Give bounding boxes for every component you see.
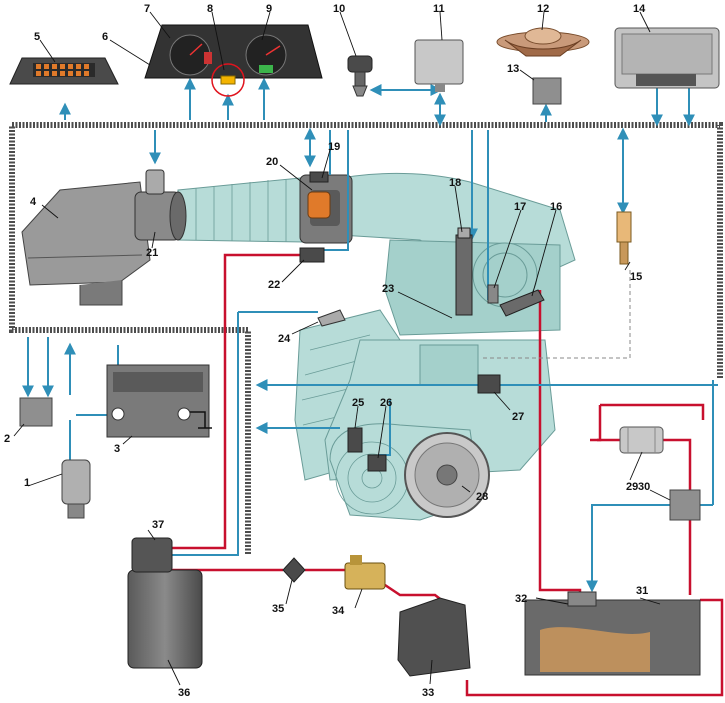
fuel-filter bbox=[619, 426, 664, 454]
label-6: 6 bbox=[102, 31, 108, 43]
label-12: 12 bbox=[537, 3, 549, 15]
camshaft-sensor bbox=[487, 284, 499, 304]
label-17: 17 bbox=[514, 201, 526, 213]
label-30: 30 bbox=[638, 481, 650, 493]
label-32: 32 bbox=[515, 593, 527, 605]
throttle-position-sensor bbox=[299, 247, 325, 263]
piston bbox=[419, 344, 479, 386]
label-8: 8 bbox=[207, 3, 213, 15]
fan-relay bbox=[532, 77, 562, 105]
label-18: 18 bbox=[449, 177, 461, 189]
air-filter bbox=[21, 181, 151, 306]
leader-lines bbox=[13, 11, 671, 686]
label-13: 13 bbox=[507, 63, 519, 75]
diagnostic-connector bbox=[9, 57, 119, 85]
mass-air-flow-sensor bbox=[134, 169, 187, 241]
data-bus bbox=[9, 122, 723, 555]
check-engine-icon bbox=[220, 75, 236, 85]
label-24: 24 bbox=[278, 333, 291, 345]
throttle-position-sensor-top bbox=[309, 171, 329, 183]
label-10: 10 bbox=[333, 3, 345, 15]
sensor-dashed-link bbox=[483, 268, 631, 359]
fuel-pressure-regulator bbox=[344, 555, 386, 590]
label-23: 23 bbox=[382, 283, 394, 295]
check-valve bbox=[282, 557, 306, 583]
label-35: 35 bbox=[272, 603, 284, 615]
adsorber bbox=[397, 597, 471, 677]
label-29: 29 bbox=[626, 481, 638, 493]
fuel-tank bbox=[524, 591, 701, 676]
inertia-switch bbox=[669, 489, 701, 521]
engine-control-unit bbox=[614, 27, 720, 89]
label-15: 15 bbox=[630, 271, 642, 283]
label-20: 20 bbox=[266, 156, 278, 168]
label-9: 9 bbox=[266, 3, 272, 15]
canister bbox=[127, 537, 203, 669]
instrument-cluster bbox=[144, 24, 323, 79]
oxygen-sensor bbox=[317, 309, 346, 327]
idle-air-control bbox=[307, 191, 331, 219]
label-21: 21 bbox=[146, 247, 158, 259]
phase-sensor bbox=[477, 374, 501, 394]
label-14: 14 bbox=[633, 3, 646, 15]
label-36: 36 bbox=[178, 687, 190, 699]
label-19: 19 bbox=[328, 141, 340, 153]
label-34: 34 bbox=[332, 605, 345, 617]
coolant-temp-sensor bbox=[616, 211, 632, 265]
label-5: 5 bbox=[34, 31, 40, 43]
label-1: 1 bbox=[24, 477, 30, 489]
label-22: 22 bbox=[268, 279, 280, 291]
fuel-pump-relay bbox=[19, 397, 53, 427]
label-7: 7 bbox=[144, 3, 150, 15]
label-33: 33 bbox=[422, 687, 434, 699]
label-3: 3 bbox=[114, 443, 120, 455]
spark-plug bbox=[499, 289, 545, 317]
label-25: 25 bbox=[352, 397, 364, 409]
cooling-fan bbox=[496, 27, 590, 57]
knock-sensor bbox=[347, 427, 363, 453]
speed-sensor bbox=[347, 55, 373, 97]
callout-numbers: 1 2 3 4 5 6 7 8 9 10 11 12 13 14 15 16 1… bbox=[4, 3, 650, 699]
ignition-switch bbox=[61, 459, 91, 519]
label-28: 28 bbox=[476, 491, 488, 503]
fuel-injector bbox=[455, 227, 473, 316]
label-11: 11 bbox=[433, 3, 445, 15]
label-37: 37 bbox=[152, 519, 164, 531]
crankshaft-position-sensor bbox=[367, 454, 387, 472]
label-31: 31 bbox=[636, 585, 648, 597]
label-4: 4 bbox=[30, 196, 37, 208]
battery bbox=[106, 364, 212, 438]
check-engine-lamp-highlight bbox=[211, 63, 245, 97]
label-16: 16 bbox=[550, 201, 562, 213]
label-27: 27 bbox=[512, 411, 524, 423]
label-26: 26 bbox=[380, 397, 392, 409]
label-2: 2 bbox=[4, 433, 10, 445]
main-relay bbox=[414, 39, 464, 92]
